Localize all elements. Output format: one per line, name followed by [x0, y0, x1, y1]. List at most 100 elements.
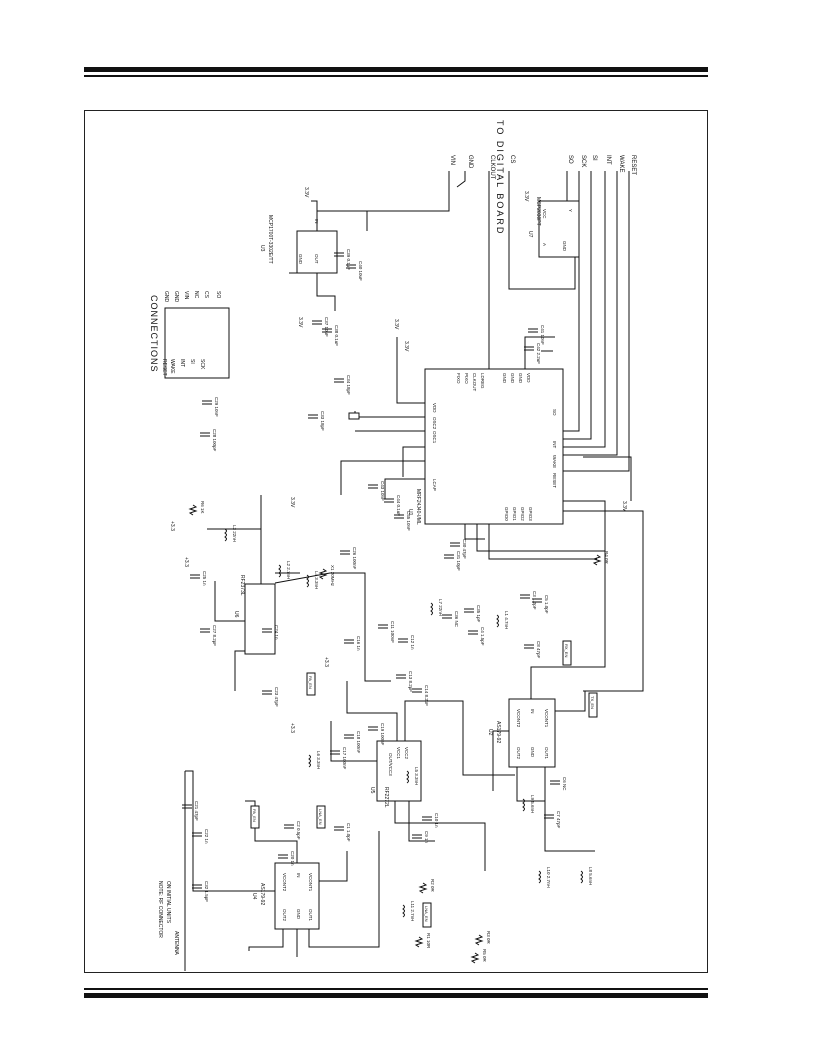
component-symbol-c30 [450, 542, 460, 547]
component-label-x1: X1 20MHz [330, 565, 335, 587]
component-symbol-l10 [538, 870, 541, 884]
u3-out-rail: 3.3V [297, 317, 303, 328]
component-symbol-l3 [224, 528, 227, 542]
header-to-digital-board: TO DIGITAL BOARD [495, 120, 505, 235]
component-symbol-c19 [368, 726, 378, 731]
u1-pin-osc2: OSC2 [432, 417, 437, 430]
component-label-r3: R3 0R [486, 931, 491, 945]
u7-rail: 3.3V [523, 191, 529, 202]
u2-switch [508, 698, 556, 768]
component-label-l2: L2 2.7nH [286, 561, 291, 579]
schematic-frame: TO DIGITAL BOARD VIN GND CLKOUT CS SO SC… [84, 110, 708, 973]
component-symbol-l8 [580, 870, 583, 884]
u1-pin-pixo: PIXO [464, 373, 469, 384]
component-label-l5: L5 3.3nH [414, 767, 419, 785]
u1-ref: U1 [407, 509, 413, 516]
component-label-c33: C33 18pF [320, 411, 325, 431]
sig-wake: WAKE [618, 155, 624, 172]
digital-signal-labels: VIN GND CLKOUT CS SO SCK SI INT WAKE RES… [449, 155, 636, 180]
u4-ref: U4 [251, 893, 257, 900]
component-symbol-c36 [442, 614, 452, 619]
u1-pin-int: INT [552, 441, 557, 449]
x1-crystal [348, 412, 360, 420]
sig-so: SO [567, 155, 573, 164]
tag-pa-en-1 [306, 672, 316, 696]
component-label-c13: C13 8.2pF [408, 671, 413, 692]
component-symbol-c2 [284, 824, 294, 829]
component-label-c31: C31 10pF [456, 551, 461, 571]
u7-pin-a: A [542, 243, 547, 246]
component-symbol-l11 [402, 904, 405, 918]
connections-left-pins: RESET WAKE INT SI SCK [161, 359, 205, 376]
conn-pin-gnd-2: GND [173, 291, 179, 303]
note-line-1: NOTE: RF CONNECTOR [157, 881, 163, 938]
component-label-c7: C7 47pF [556, 811, 561, 829]
component-label-r2: R2 0R [430, 879, 435, 893]
component-symbol-c17 [330, 750, 340, 755]
component-symbol-c18 [344, 734, 354, 739]
u1-pin-fixo: FIXO [456, 373, 461, 384]
u7-pin-y: Y [568, 209, 573, 212]
tag-pa-en-1-text: PA_EN [308, 676, 313, 689]
u1-pin-so: SO [552, 409, 557, 416]
conn-pin-so: SO [215, 291, 221, 298]
digital-signal-lines [330, 171, 630, 472]
u3-pin-gnd: GND [298, 254, 303, 265]
u5-pa [376, 740, 422, 802]
component-label-l8: L8 5.6nH [588, 867, 593, 885]
sig-int: INT [605, 155, 611, 165]
u1-transceiver [424, 368, 564, 525]
component-label-l4: L4 3.3nH [314, 571, 319, 589]
component-symbol-l2 [278, 564, 281, 578]
u5-pin-out: OUT/VCC3 [388, 753, 393, 776]
component-label-c37: C37 10uF [324, 317, 329, 337]
conn-pin-si: SI [189, 359, 195, 364]
tag-lna-en-2 [422, 902, 432, 928]
tag-lna-en-1-text: LNA_EN [318, 809, 323, 825]
component-label-l11: L11 2.7nH [410, 901, 415, 921]
component-symbol-c39 [334, 252, 344, 257]
component-symbol-c23 [262, 690, 272, 695]
tag-tx-en [588, 692, 598, 718]
component-symbol-c11 [378, 624, 388, 629]
u1-pin-clkout: CLKOUT [472, 373, 477, 392]
component-label-c25: C25 1n [202, 571, 207, 586]
component-label-c27: C27 8.2pF [212, 625, 217, 646]
component-label-c16: C16 1n [356, 636, 361, 651]
component-label-c14: C14 8.2pF [424, 685, 429, 706]
u2-pin-gnd: GND [530, 747, 535, 758]
component-label-r5: R5 0R [482, 949, 487, 963]
component-symbols [182, 252, 602, 964]
component-symbol-c13 [396, 674, 406, 679]
u1-pin-vdd-1: VDD [432, 403, 437, 413]
component-label-c45: C45 10nF [406, 511, 411, 531]
component-symbol-c31 [444, 554, 454, 559]
conn-pin-nc: NC [193, 291, 199, 299]
u2-ref: U2 [487, 729, 493, 736]
rail-u1-lcap: 3.3V [289, 497, 295, 508]
component-label-c10: C10 1n [434, 813, 439, 828]
component-symbol-x1 [318, 568, 328, 580]
u1-pin-wake: WAKE [552, 455, 557, 468]
sig-reset: RESET [630, 155, 636, 175]
component-symbol-l6 [308, 754, 311, 768]
u1-part: MRF24J40-I/ML [415, 489, 421, 525]
component-label-c34: C34 18pF [346, 375, 351, 395]
component-label-c8: C8 47pF [536, 641, 541, 659]
u1-pin-osc1: OSC1 [432, 431, 437, 444]
component-label-c3: C3 1.2pF [532, 591, 537, 610]
u7-pin-vcc: VCC [542, 209, 547, 219]
component-symbol-c42 [524, 346, 534, 351]
u1-pin-gnd-a: GND [502, 373, 507, 384]
conn-pin-wake: WAKE [169, 359, 175, 374]
conn-pin-int: INT [179, 359, 185, 367]
connections-title: CONNECTIONS [149, 295, 159, 373]
component-symbol-c45 [394, 514, 404, 519]
component-label-l1: L1 4.7nH [504, 611, 509, 629]
u7-buffer [538, 200, 580, 258]
u7-part: MCP2030PT [535, 197, 541, 226]
u5-wiring [330, 681, 515, 871]
tag-pa-en-2 [250, 805, 260, 829]
component-symbol-l1 [496, 614, 499, 628]
component-symbol-r2 [418, 882, 428, 894]
